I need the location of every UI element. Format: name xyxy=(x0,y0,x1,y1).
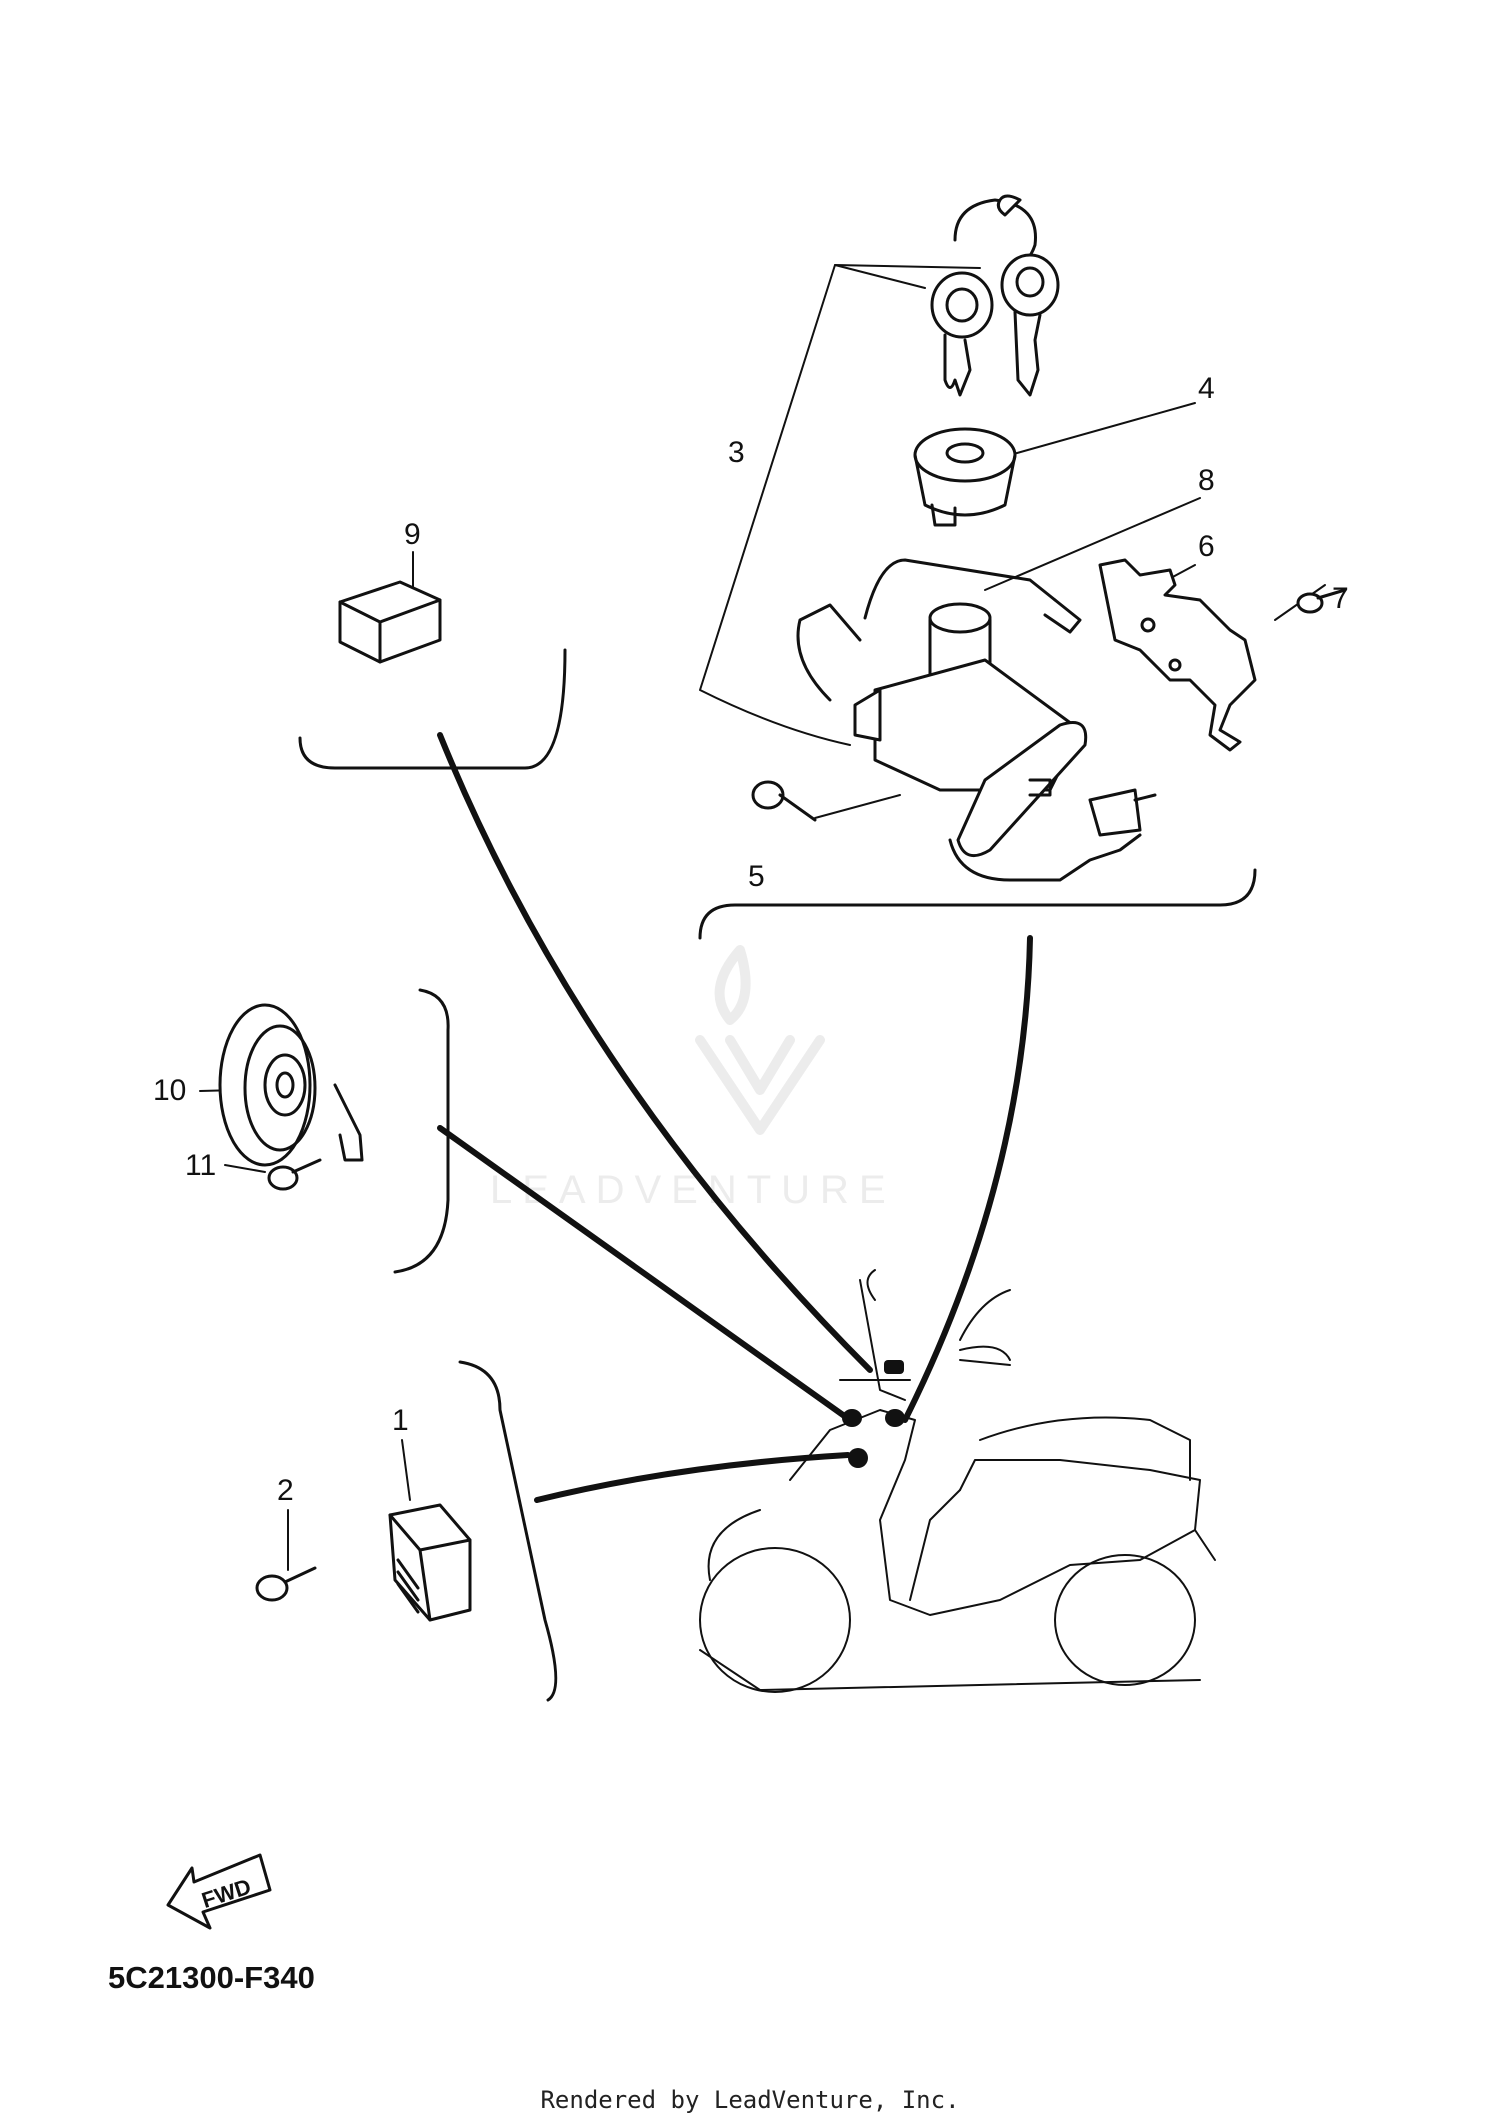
part-2-screw xyxy=(255,1566,317,1602)
callout-5: 5 xyxy=(748,860,765,893)
ignition-keys xyxy=(930,194,1060,397)
scooter-outline xyxy=(699,1269,1216,1693)
diagram-code: 5C21300-F340 xyxy=(108,1960,315,1995)
callout-6: 6 xyxy=(1198,530,1215,563)
part-11-screw xyxy=(267,1158,322,1191)
callout-leaders xyxy=(199,264,1326,1571)
bracket-ignition-group xyxy=(698,868,1257,940)
part-7-screw xyxy=(1296,588,1347,614)
part-9-electrical-box xyxy=(338,580,442,664)
watermark-logo xyxy=(695,945,825,1135)
bracket-part-9 xyxy=(298,648,567,770)
callout-11: 11 xyxy=(185,1149,216,1182)
leader-lines xyxy=(437,732,1033,1503)
scooter-component-marks xyxy=(842,1360,905,1468)
callout-3: 3 xyxy=(728,436,745,469)
callout-1: 1 xyxy=(392,1404,409,1437)
callout-7: 7 xyxy=(1332,582,1349,615)
footer-credit: Rendered by LeadVenture, Inc. xyxy=(540,2086,960,2114)
callout-10: 10 xyxy=(153,1074,186,1107)
bracket-horn xyxy=(393,988,450,1274)
callout-4: 4 xyxy=(1198,372,1215,405)
callout-9: 9 xyxy=(404,518,421,551)
fwd-arrow xyxy=(166,1853,272,1930)
callout-2: 2 xyxy=(277,1474,294,1507)
part-4-lock-cap xyxy=(913,427,1017,527)
part-10-horn xyxy=(218,1003,364,1167)
watermark-text: LEADVENTURE xyxy=(490,1168,896,1212)
callout-8: 8 xyxy=(1198,464,1215,497)
part-1-relay xyxy=(388,1503,472,1622)
part-3-main-switch xyxy=(796,558,1157,882)
part-6-lock-bracket xyxy=(1098,558,1257,752)
part-5-screw xyxy=(751,780,817,822)
bracket-relay xyxy=(458,1360,558,1702)
